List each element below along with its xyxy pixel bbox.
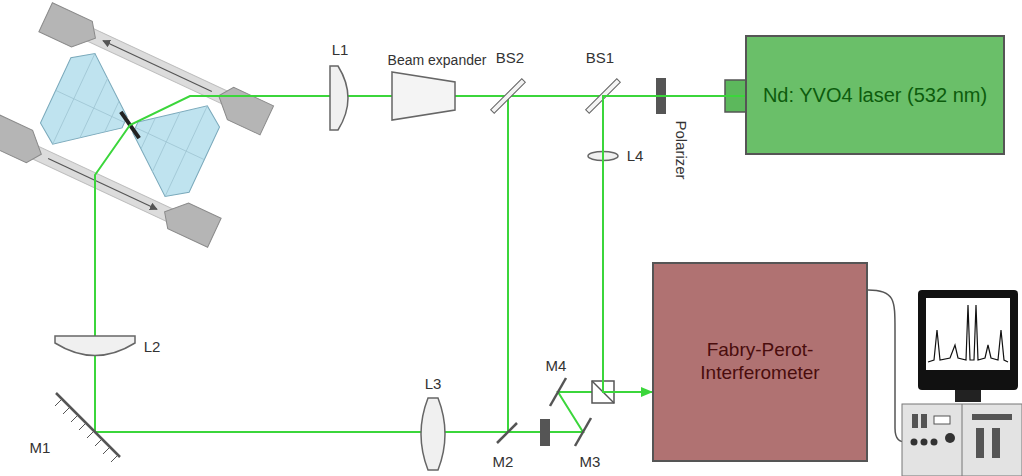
mirror [575,418,591,446]
computer [976,428,984,458]
part-label: L3 [425,376,442,393]
mirror [71,415,78,422]
anvil-facets [56,90,125,122]
mirror [55,399,118,462]
cell-clamp [159,195,221,247]
mirror [111,455,118,462]
computer [921,439,928,446]
mirror [550,378,566,406]
anvil [114,82,225,205]
mirror [497,423,517,443]
part-label: M3 [580,454,601,471]
computer [926,298,1010,370]
part-label: L2 [144,339,161,356]
mirror [87,431,94,438]
mirror [55,399,62,406]
mirror [95,439,102,446]
lens [55,336,135,356]
part-label: M2 [493,454,514,471]
part-label: L4 [627,148,644,165]
laser-beam [95,96,603,432]
computer [992,428,1000,458]
mirror [63,407,70,414]
cable [868,290,906,442]
part-label: Polarizer [673,120,690,179]
part-label: M1 [30,440,51,457]
node-text: Nd: YVO4 laser (532 nm) [763,83,987,107]
laser-box: Nd: YVO4 laser (532 nm) [745,35,1005,155]
computer [972,414,1012,420]
part-label: BS2 [496,50,524,67]
laser-beam [507,96,509,432]
computer [911,439,918,446]
computer [945,433,955,443]
pressure-cell [0,3,274,248]
computer [912,414,918,428]
mirror [55,393,120,462]
mirror [103,447,110,454]
beam-expander [392,72,455,120]
lens [330,66,348,130]
cell-clamp [39,3,101,55]
beam-splitter [491,79,526,114]
part-label: Beam expander [388,53,487,68]
computer [902,404,1022,476]
laser-beam [95,96,603,432]
part-label: M4 [546,358,567,375]
computer [955,390,981,402]
interferometer-box: Fabry-Perot- Interferometer [652,262,868,462]
lens [421,398,445,470]
computer [918,290,1018,390]
filter [540,419,550,446]
cell-arrow [103,41,212,92]
computer [931,439,938,446]
anvil [35,45,146,168]
part-label: L1 [332,42,349,59]
computer [921,414,927,428]
computer [962,404,963,476]
computer [928,305,1008,362]
part-label: BS1 [586,50,614,67]
cell-arrow [48,159,157,210]
node-text: Fabry-Perot- Interferometer [685,339,835,385]
cell-clamp [211,83,273,135]
anvil-facets [135,128,204,160]
mirror [79,423,86,430]
mirror [56,393,120,457]
computer [902,290,1022,476]
computer [934,416,950,424]
